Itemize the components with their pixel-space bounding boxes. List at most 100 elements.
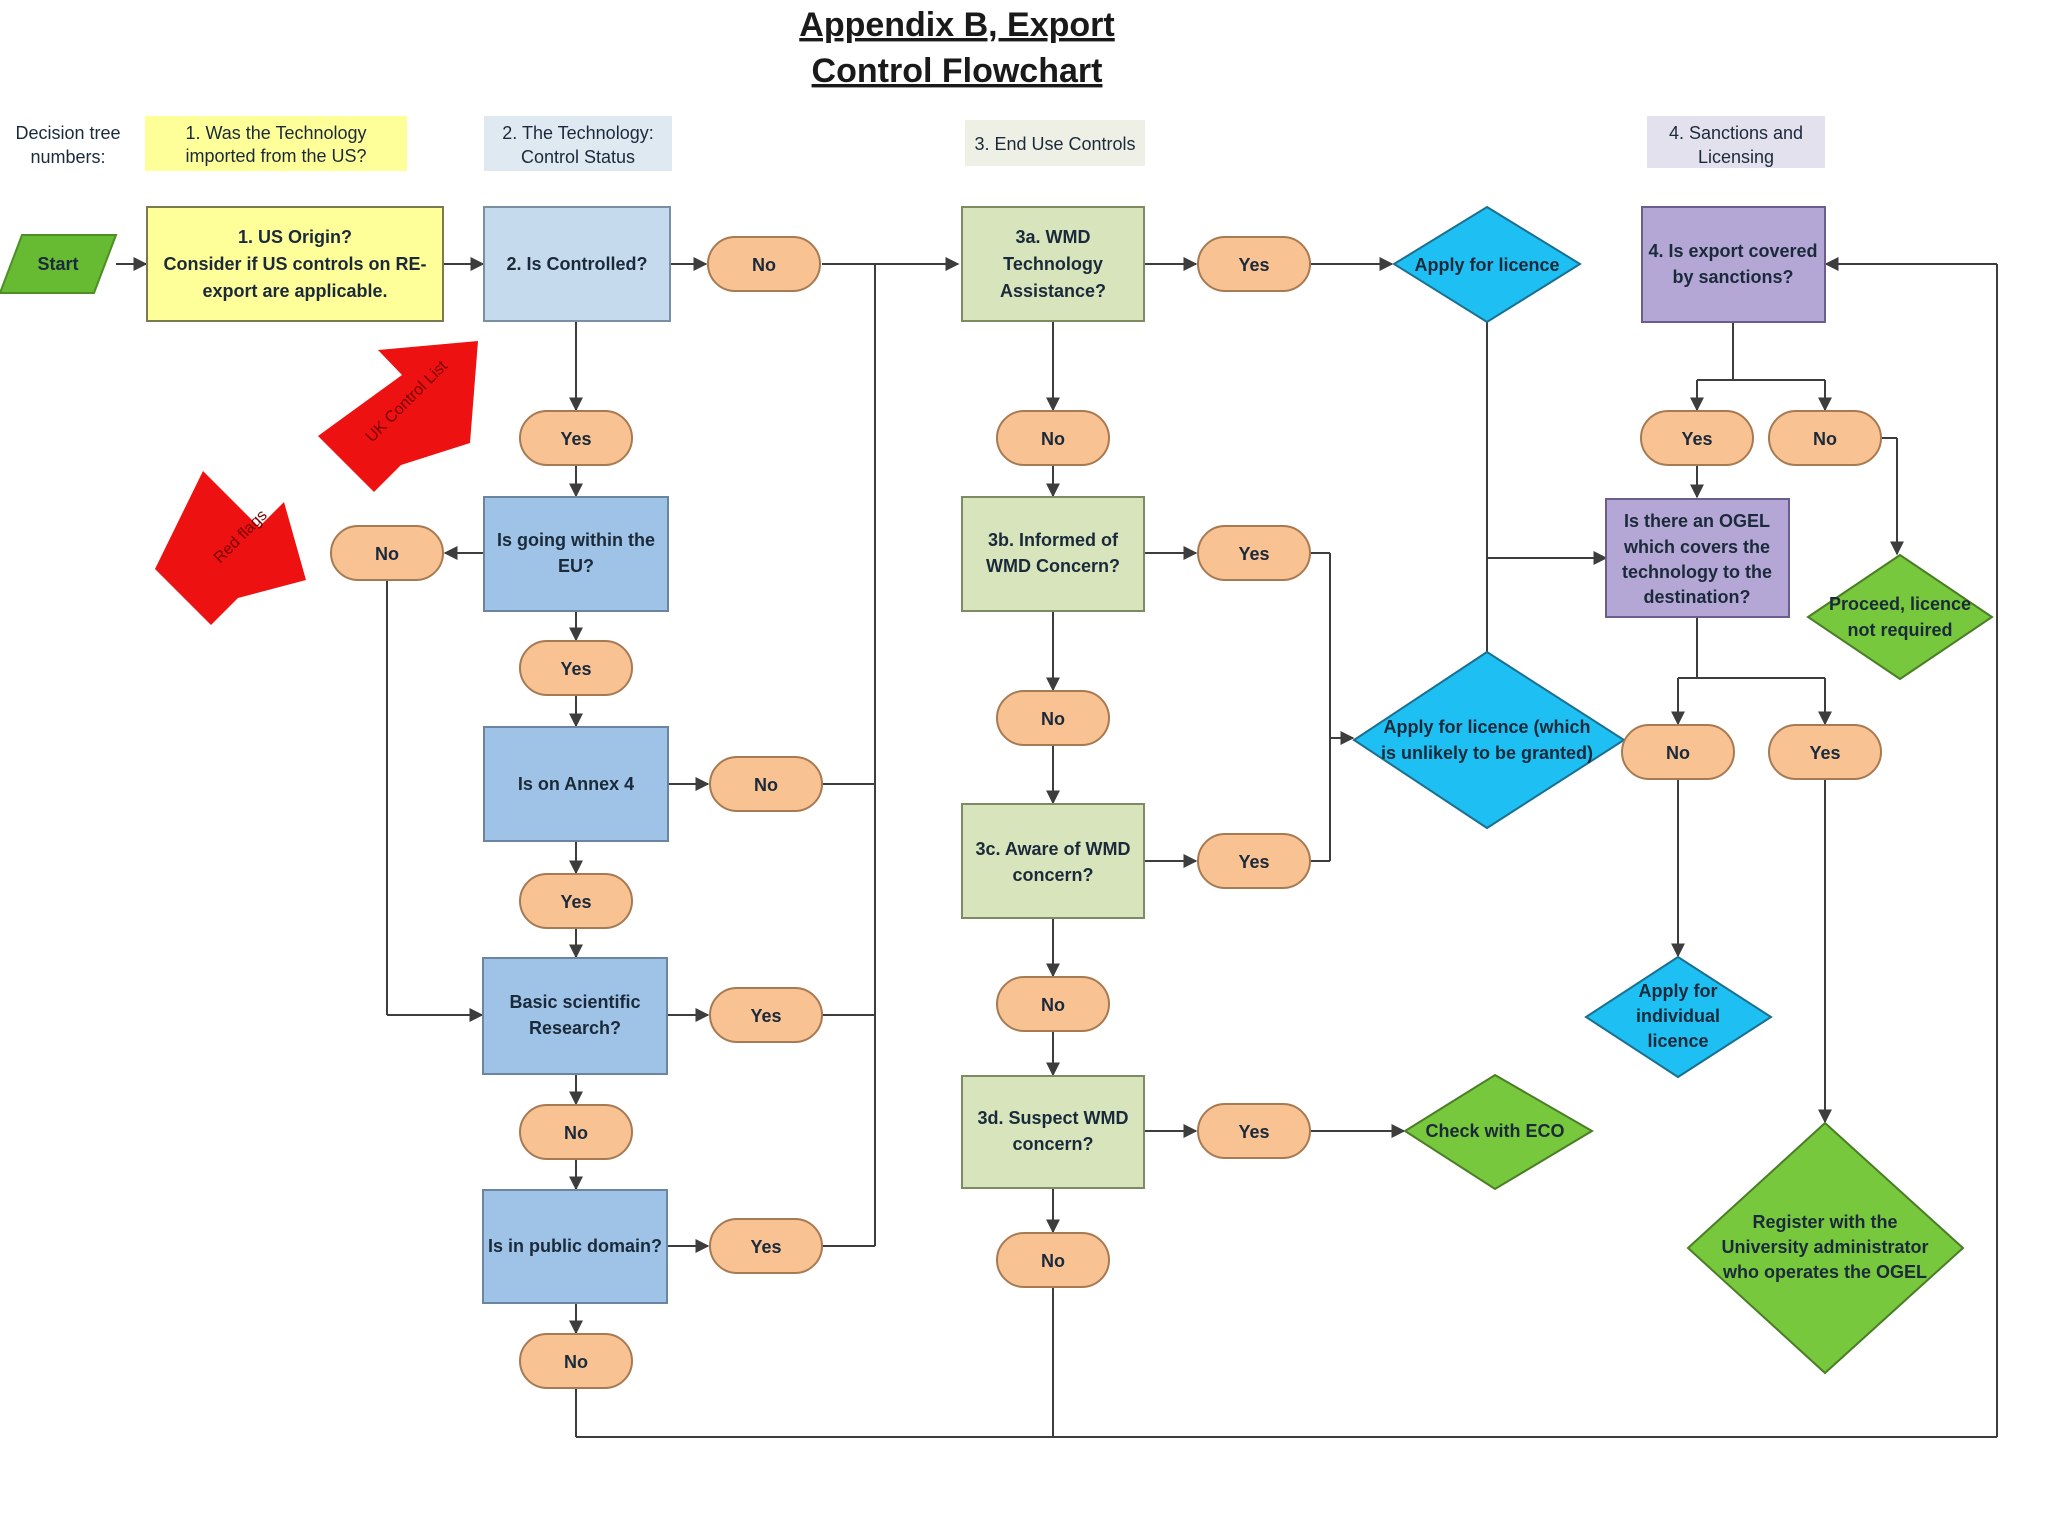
pill-3c-yes [1197, 833, 1311, 889]
pill-public-no [519, 1333, 633, 1389]
individual-line1: Apply for [1639, 981, 1718, 1001]
decision-tree-label-line1: Decision tree [15, 123, 120, 143]
start-label: Start [37, 254, 78, 274]
pill-public-yes [709, 1218, 823, 1274]
wmd-3b-line1: 3b. Informed of [988, 530, 1119, 550]
pill-3c-no-label: No [1041, 995, 1065, 1015]
sanctions-line2: by sanctions? [1672, 267, 1793, 287]
public-domain-box [482, 1189, 668, 1304]
wmd-3a-line1: 3a. WMD [1015, 227, 1090, 247]
answer-pills [330, 236, 1882, 1389]
pill-basic-no-label: No [564, 1123, 588, 1143]
wmd-3a-box [961, 206, 1145, 322]
is-controlled-label: 2. Is Controlled? [506, 254, 647, 274]
uk-control-list-arrow: UK Control List [318, 341, 478, 492]
pill-ogel-no [1621, 724, 1735, 780]
within-eu-line2: EU? [558, 556, 594, 576]
basic-research-line2: Research? [529, 1018, 621, 1038]
individual-line2: individual [1636, 1006, 1720, 1026]
within-eu-line1: Is going within the [497, 530, 655, 550]
pill-annex-yes [519, 873, 633, 929]
sanctions-line1: 4. Is export covered [1648, 241, 1817, 261]
flowchart-title-line1: Appendix B, Export [799, 6, 1114, 44]
pill-3b-no-label: No [1041, 709, 1065, 729]
sanctions-box [1641, 206, 1826, 323]
pill-ogel-no-label: No [1666, 743, 1690, 763]
pill-controlled-yes [519, 410, 633, 466]
pill-annex-no [709, 756, 823, 812]
header-col2-line1: 2. The Technology: [502, 123, 653, 143]
pill-controlled-yes-label: Yes [560, 429, 591, 449]
pill-controlled-no [707, 236, 821, 292]
pill-3d-no-label: No [1041, 1251, 1065, 1271]
pill-annex-no-label: No [754, 775, 778, 795]
pill-annex-yes-label: Yes [560, 892, 591, 912]
wmd-3d-box [961, 1075, 1145, 1189]
connectors [116, 257, 1998, 1438]
us-origin-line1: 1. US Origin? [238, 227, 352, 247]
proceed-line2: not required [1847, 620, 1952, 640]
pill-sanctions-yes-label: Yes [1681, 429, 1712, 449]
register-line2: University administrator [1721, 1237, 1928, 1257]
within-eu-box [483, 496, 669, 612]
apply-unlikely-line1: Apply for licence (which [1383, 717, 1590, 737]
wmd-3c-line2: concern? [1012, 865, 1093, 885]
wmd-3c-line1: 3c. Aware of WMD [975, 839, 1130, 859]
ogel-line2: which covers the [1623, 537, 1770, 557]
header-col1-line2: imported from the US? [185, 146, 366, 166]
pill-public-no-label: No [564, 1352, 588, 1372]
wmd-3c-box [961, 803, 1145, 919]
register-ogel-diamond [1686, 1121, 1965, 1375]
wmd-3a-line3: Assistance? [1000, 281, 1106, 301]
wmd-3a-line2: Technology [1003, 254, 1103, 274]
proceed-diamond [1806, 553, 1994, 681]
annex4-label: Is on Annex 4 [518, 774, 634, 794]
header-col4-line2: Licensing [1698, 147, 1774, 167]
header-col4-bg [1647, 116, 1825, 168]
pill-3c-yes-label: Yes [1238, 852, 1269, 872]
start-node [0, 234, 118, 294]
header-col1-line1: 1. Was the Technology [185, 123, 366, 143]
ogel-line1: Is there an OGEL [1624, 511, 1770, 531]
pill-sanctions-no [1768, 410, 1882, 466]
pill-basic-yes-label: Yes [750, 1006, 781, 1026]
header-col1-bg [145, 116, 407, 171]
ogel-line4: destination? [1644, 587, 1751, 607]
pill-3a-no [996, 410, 1110, 466]
pill-ogel-yes-label: Yes [1809, 743, 1840, 763]
us-origin-line2: Consider if US controls on RE- [163, 254, 426, 274]
is-controlled-box [483, 206, 671, 322]
register-line3: who operates the OGEL [1722, 1262, 1927, 1282]
apply-licence-diamond [1392, 205, 1582, 324]
pill-ogel-yes [1768, 724, 1882, 780]
pill-3a-no-label: No [1041, 429, 1065, 449]
flowchart-title-line2: Control Flowchart [812, 52, 1103, 90]
basic-research-box [482, 957, 668, 1075]
check-eco-label: Check with ECO [1425, 1121, 1564, 1141]
pill-eu-no-label: No [375, 544, 399, 564]
pill-3d-yes-label: Yes [1238, 1122, 1269, 1142]
individual-line3: licence [1647, 1031, 1708, 1051]
decision-tree-label-line2: numbers: [30, 147, 105, 167]
pill-3d-no [996, 1232, 1110, 1288]
pill-controlled-no-label: No [752, 255, 776, 275]
pill-eu-yes-label: Yes [560, 659, 591, 679]
pill-eu-yes [519, 640, 633, 696]
us-origin-line3: export are applicable. [202, 281, 387, 301]
header-col3-bg [965, 120, 1145, 166]
public-domain-label: Is in public domain? [488, 1236, 662, 1256]
header-col2-bg [484, 116, 672, 171]
header-col2-line2: Control Status [521, 147, 635, 167]
apply-unlikely-diamond [1352, 650, 1626, 830]
pill-3d-yes [1197, 1103, 1311, 1159]
register-line1: Register with the [1752, 1212, 1897, 1232]
apply-licence-label: Apply for licence [1414, 255, 1559, 275]
wmd-3d-line1: 3d. Suspect WMD [977, 1108, 1128, 1128]
check-eco-diamond [1403, 1073, 1594, 1191]
red-flags-arrow: Red flags [155, 471, 306, 625]
pill-3a-yes [1197, 236, 1311, 292]
pill-3b-yes [1197, 525, 1311, 581]
header-col3: 3. End Use Controls [974, 134, 1135, 154]
proceed-line1: Proceed, licence [1829, 594, 1971, 614]
